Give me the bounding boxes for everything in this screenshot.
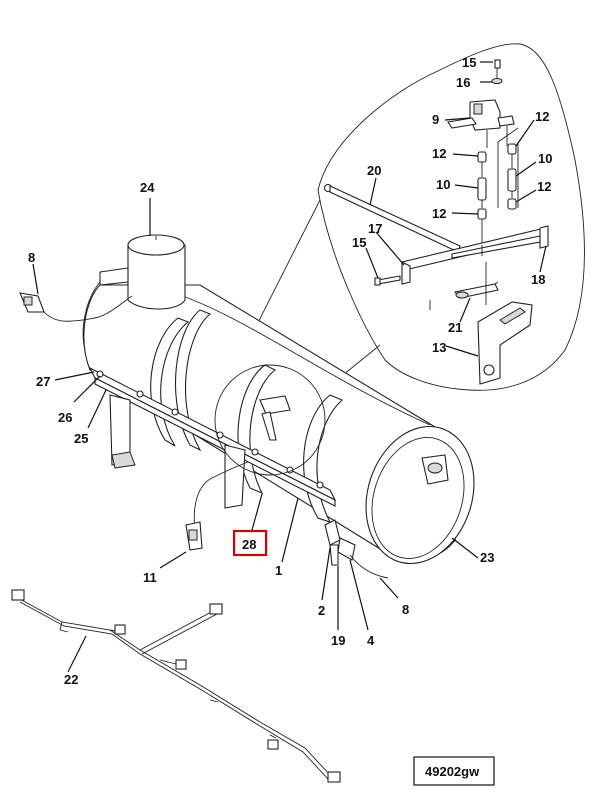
harness-connector-6 — [327, 771, 341, 783]
harness-connector-5 — [267, 739, 279, 750]
callout-12-d: 12 — [432, 206, 446, 221]
callout-28: 28 — [242, 537, 256, 552]
callout-8-left: 8 — [28, 250, 35, 265]
callout-12-b: 12 — [432, 146, 446, 161]
detail-parts — [323, 59, 549, 385]
callout-4: 4 — [367, 633, 375, 648]
plate-part-13 — [477, 301, 533, 385]
harness-connector-2 — [114, 624, 126, 635]
harness-connector-4 — [175, 659, 187, 670]
wire-harness-22 — [11, 589, 341, 783]
bolt-part-15-top — [494, 59, 501, 80]
callout-11: 11 — [143, 570, 157, 585]
connector-part-11 — [185, 521, 203, 551]
callout-12-a: 12 — [535, 109, 549, 124]
callout-24: 24 — [140, 180, 155, 195]
washer-part-16 — [491, 78, 503, 84]
callout-13: 13 — [432, 340, 446, 355]
callout-15-top: 15 — [462, 55, 476, 70]
callout-20: 20 — [367, 163, 381, 178]
tube-column-right — [507, 143, 517, 210]
bolt-part-15-mid — [374, 275, 401, 286]
callout-27: 27 — [36, 374, 50, 389]
callout-17: 17 — [368, 221, 382, 236]
callout-26: 26 — [58, 410, 72, 425]
callout-9: 9 — [432, 112, 439, 127]
callout-15-mid: 15 — [352, 235, 366, 250]
callout-labels: 15 16 9 12 12 10 10 12 12 20 17 15 18 21… — [28, 55, 552, 687]
callout-10-a: 10 — [538, 151, 552, 166]
connector-part-8-left — [19, 292, 45, 313]
harness-connector-1 — [11, 589, 25, 601]
harness-connector-3 — [209, 603, 223, 615]
callout-28-highlight — [232, 529, 268, 557]
bracket-part-17-18 — [401, 225, 549, 285]
leader-lines — [32, 61, 547, 673]
bracket-part-21 — [453, 281, 499, 299]
callout-1: 1 — [275, 563, 282, 578]
callout-19: 19 — [331, 633, 345, 648]
muffler-assembly — [19, 234, 475, 579]
callout-12-c: 12 — [537, 179, 551, 194]
callout-25: 25 — [74, 431, 88, 446]
magnifier-circle — [214, 364, 326, 476]
tube-column-left — [477, 151, 487, 245]
sensor-part-9 — [447, 99, 515, 148]
callout-22: 22 — [64, 672, 78, 687]
callout-16: 16 — [456, 75, 470, 90]
callout-21: 21 — [448, 320, 462, 335]
callout-2: 2 — [318, 603, 325, 618]
callout-18: 18 — [531, 272, 545, 287]
reference-code: 49202gw — [425, 764, 480, 779]
callout-10-b: 10 — [436, 177, 450, 192]
callout-8-right: 8 — [402, 602, 409, 617]
callout-23: 23 — [480, 550, 494, 565]
reference-code-box: 49202gw — [413, 756, 495, 786]
